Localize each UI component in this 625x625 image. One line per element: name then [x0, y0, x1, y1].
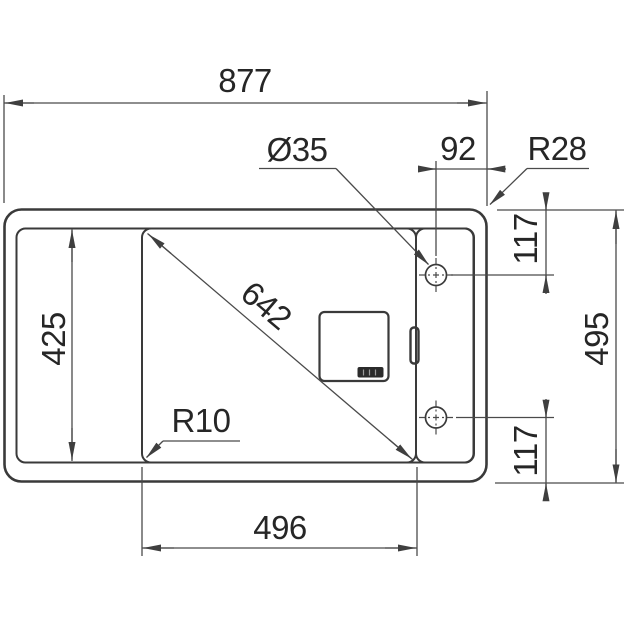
- dimension-inner-depth: 425: [35, 229, 76, 461]
- dim-642-label: 642: [234, 274, 299, 337]
- dimension-hole-offset-top: 117: [451, 192, 624, 294]
- sink-geometry: [3, 208, 488, 483]
- tap-hole-top: [419, 258, 453, 292]
- tap-hole-bottom-circle: [424, 406, 448, 429]
- strainer-insert-slits: [362, 369, 377, 376]
- dimension-overall-depth: 495: [495, 210, 624, 484]
- dimension-hole-diameter: Ø35: [259, 131, 429, 265]
- dimension-overall-width: 877: [3, 62, 488, 206]
- dimension-rim-corner-radius: R28: [489, 130, 589, 205]
- sink-inner-rim: [15, 227, 475, 464]
- strainer-box-outline: [318, 310, 390, 383]
- dim-496-label: 496: [253, 509, 307, 546]
- strainer-box-insert: [357, 367, 384, 378]
- tap-hole-bottom: [419, 400, 453, 435]
- tap-hole-top-circle: [424, 263, 448, 287]
- overflow-slot: [409, 326, 420, 365]
- dim-877-label: 877: [218, 62, 272, 99]
- dim-hole-diameter-label: Ø35: [267, 131, 328, 168]
- sink-outer-rim: [3, 208, 488, 483]
- dimension-bowl-corner-radius: R10: [146, 402, 240, 458]
- dim-117-bottom-label: 117: [507, 425, 544, 476]
- dim-r28-label: R28: [527, 130, 586, 167]
- dimension-bowl-width: 496: [141, 467, 418, 556]
- dim-r10-label: R10: [171, 402, 230, 439]
- tap-ledge-outline: [415, 227, 475, 464]
- dim-495-label: 495: [578, 312, 615, 366]
- dimension-hole-offset-right: 92: [418, 130, 506, 256]
- dim-92-label: 92: [440, 130, 476, 167]
- dimension-hole-offset-bottom: 117: [456, 399, 554, 502]
- dim-425-label: 425: [35, 312, 72, 366]
- dim-117-top-label: 117: [507, 213, 544, 264]
